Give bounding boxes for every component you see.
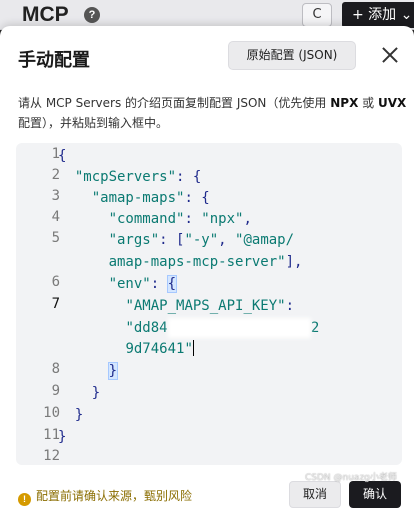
code-line-wrap: amap-maps-mcp-server"], xyxy=(108,254,303,270)
line-number: 2 xyxy=(51,167,60,183)
code-line: "env": { xyxy=(108,275,178,293)
code-line: } xyxy=(58,429,67,445)
bracket-match-highlight: { xyxy=(166,275,178,293)
line-number: 6 xyxy=(51,274,60,290)
line-number: 1 xyxy=(51,146,60,162)
confirm-button[interactable]: 确认 xyxy=(349,481,401,508)
code-line-wrap: 9d74641" xyxy=(125,340,194,357)
watermark: CSDN @nuazg小老师 xyxy=(305,473,397,483)
code-line: } xyxy=(91,385,101,401)
add-button[interactable]: + 添加 ⌄ xyxy=(342,2,414,28)
risk-warning: !配置前请确认来源，甄别风险 xyxy=(18,487,192,506)
warning-icon: ! xyxy=(18,493,31,506)
bracket-match-highlight: } xyxy=(107,362,119,380)
line-number: 9 xyxy=(51,383,60,399)
close-icon[interactable] xyxy=(378,43,402,67)
line-number: 4 xyxy=(51,209,60,225)
line-number: 12 xyxy=(43,448,60,464)
code-line: "mcpServers": { xyxy=(74,169,202,185)
help-icon[interactable]: ? xyxy=(84,7,100,23)
text-caret xyxy=(192,340,194,356)
line-number: 3 xyxy=(51,188,60,204)
line-number: 8 xyxy=(51,361,60,377)
code-content[interactable]: { "mcpServers": { "amap-maps": { "comman… xyxy=(58,143,398,445)
json-editor[interactable]: 1 2 3 4 5 6 7 8 9 10 11 12 { "mcpServers… xyxy=(16,143,402,465)
line-number: 5 xyxy=(51,230,60,246)
code-line-wrap: "dd84xxxxxxxxxxxxxxxxx2 xyxy=(125,318,320,338)
code-line: { xyxy=(58,148,67,164)
code-line: } xyxy=(58,361,119,381)
line-number: 10 xyxy=(43,405,60,421)
refresh-button[interactable]: C xyxy=(302,3,332,27)
code-line: "command": "npx", xyxy=(108,211,252,227)
redacted-api-key: xxxxxxxxxxxxxxxxx xyxy=(167,318,311,338)
line-number-active: 7 xyxy=(51,296,60,312)
manual-config-dialog: 手动配置 原始配置 (JSON) 请从 MCP Servers 的介绍页面复制配… xyxy=(0,26,414,513)
app-header: MCP ? C + 添加 ⌄ xyxy=(0,0,414,30)
line-number: 11 xyxy=(43,427,60,443)
code-line: "amap-maps": { xyxy=(91,190,210,206)
code-line: "AMAP_MAPS_API_KEY": xyxy=(125,298,295,314)
code-line: } xyxy=(74,407,84,423)
cancel-button[interactable]: 取消 xyxy=(289,481,341,508)
dialog-description: 请从 MCP Servers 的介绍页面复制配置 JSON（优先使用 NPX 或… xyxy=(18,96,407,130)
code-line: "args": ["-y", "@amap/ xyxy=(108,232,295,248)
app-title: MCP xyxy=(22,3,69,26)
raw-json-button[interactable]: 原始配置 (JSON) xyxy=(228,41,356,70)
dialog-title: 手动配置 xyxy=(18,50,90,71)
